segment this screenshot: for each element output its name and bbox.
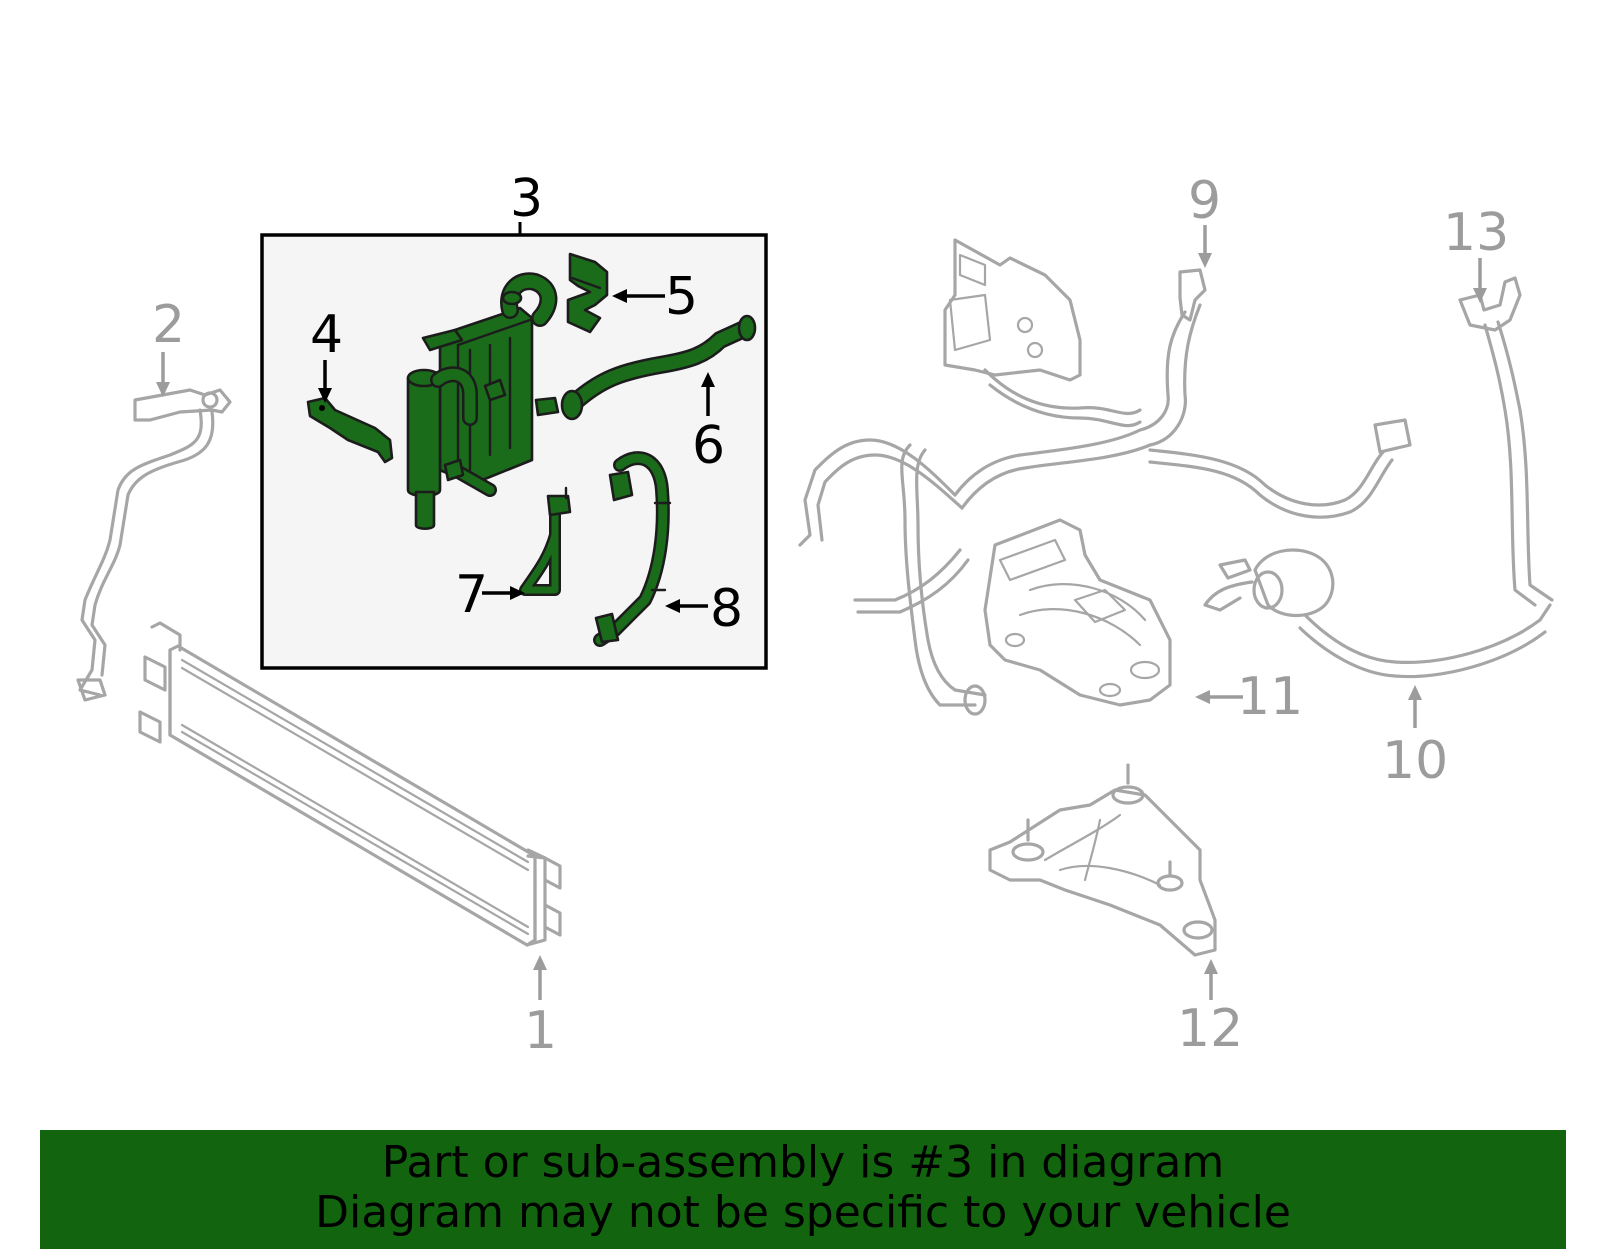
part-5-bracket (566, 252, 609, 334)
callout-9: 9 (1188, 171, 1221, 231)
callout-12: 12 (1177, 999, 1243, 1059)
callout-2: 2 (152, 295, 185, 355)
callout-3: 3 (510, 169, 543, 229)
part-10-hose (1203, 548, 1552, 679)
callout-arrows (156, 225, 1487, 1000)
part-7-line (519, 486, 572, 596)
footer-banner: Part or sub-assembly is #3 in diagram Di… (40, 1130, 1566, 1249)
callout-8: 8 (710, 579, 743, 639)
footer-line-2: Diagram may not be specific to your vehi… (315, 1187, 1291, 1238)
part-3-chiller (406, 272, 560, 531)
callout-7: 7 (455, 565, 488, 625)
callout-4: 4 (310, 305, 343, 365)
part-4-bracket (306, 396, 394, 464)
part-1-condenser (138, 621, 562, 947)
callout-6: 6 (692, 416, 725, 476)
part-13-hose (1458, 276, 1554, 607)
callout-10: 10 (1382, 731, 1448, 791)
part-6-hose (560, 314, 757, 421)
part-2-lines (76, 388, 232, 702)
callout-13: 13 (1443, 203, 1509, 263)
part-12-mount (988, 763, 1217, 957)
callout-11: 11 (1237, 667, 1303, 727)
part-8-hose (593, 451, 672, 647)
callout-5: 5 (665, 267, 698, 327)
footer-line-1: Part or sub-assembly is #3 in diagram (381, 1137, 1225, 1188)
part-11-compressor (983, 518, 1172, 707)
callout-1: 1 (524, 1001, 557, 1061)
part-9-lines (798, 238, 1412, 716)
